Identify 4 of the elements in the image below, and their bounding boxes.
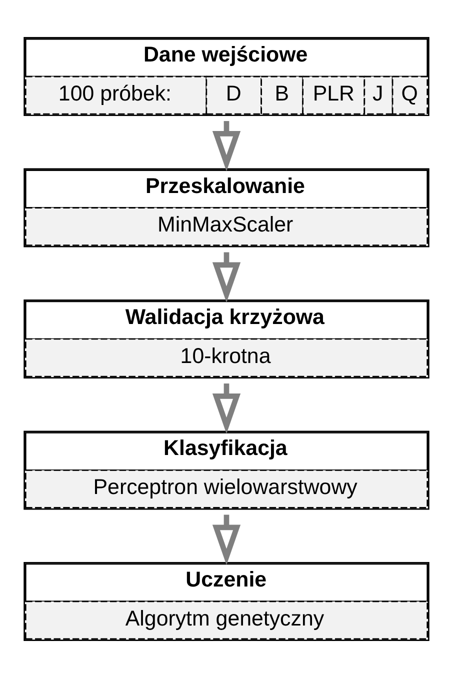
- arrow: [212, 252, 241, 302]
- arrow: [212, 120, 241, 171]
- arrow: [212, 383, 241, 434]
- arrow: [212, 514, 241, 564]
